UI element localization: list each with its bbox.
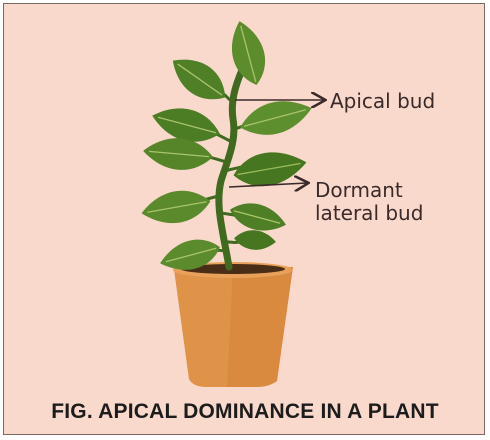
leaves [139,17,316,277]
apical-bud-label: Apical bud [330,90,435,113]
dormant-label-line-1: Dormant [315,179,423,202]
leaf-mid-left [142,135,214,172]
diagram-frame: Apical bud Dormant lateral bud FIG. APIC… [3,3,485,435]
leaf-top-left [164,48,235,111]
leaf-lower-left [139,186,213,229]
dormant-lateral-bud-label: Dormant lateral bud [315,179,423,225]
flower-pot [173,262,293,387]
leaf-apical [224,17,272,89]
leaf-bottom-right [233,229,277,252]
dormant-label-line-2: lateral bud [315,202,423,225]
figure-caption: FIG. APICAL DOMINANCE IN A PLANT [4,400,485,424]
